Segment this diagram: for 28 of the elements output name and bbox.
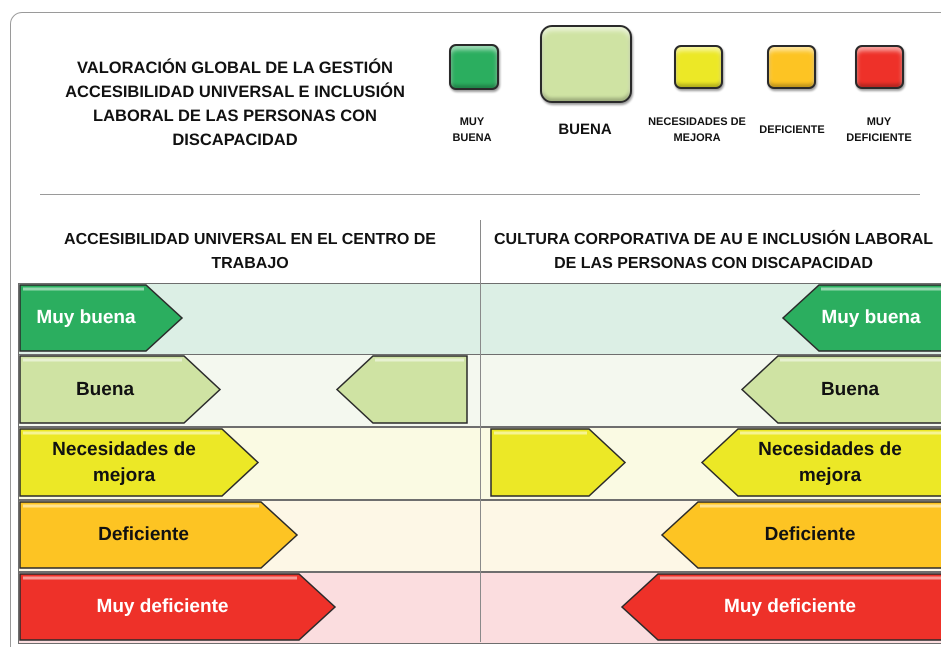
empty-arrow-shape xyxy=(491,429,625,496)
legend-label: MUY DEFICIENTE xyxy=(845,115,913,146)
arrow-label: Muy buena xyxy=(36,306,136,330)
legend-label: DEFICIENTE xyxy=(758,123,826,138)
legend-label: BUENA xyxy=(557,122,613,138)
arrow-shape xyxy=(20,574,335,640)
legend-label: NECESIDADES DE MEJORA xyxy=(647,115,747,146)
column-heading: ACCESIBILIDAD UNIVERSAL EN EL CENTRO DE TRABAJO xyxy=(63,230,437,274)
arrow-shape xyxy=(702,429,941,496)
arrow-label: Deficiente xyxy=(98,523,189,547)
arrow-shape xyxy=(20,356,220,423)
arrow-label: Buena xyxy=(76,378,134,402)
arrow-label: Necesidades de mejora xyxy=(51,438,197,488)
arrow-label: Necesidades de mejora xyxy=(757,438,903,488)
empty-arrow-shape xyxy=(337,356,467,423)
arrow-label: Muy deficiente xyxy=(724,595,856,619)
arrow-shape xyxy=(622,574,941,640)
diagram-title: VALORACIÓN GLOBAL DE LA GESTIÓN ACCESIBILIDAD UNIVERSAL E INCLUSIÓN LABORAL DE LAS PERSONAS CON DISCAPACIDAD xyxy=(64,57,406,151)
column-heading: CULTURA CORPORATIVA DE AU E INCLUSIÓN LABORAL DE LAS PERSONAS CON DISCAPACIDAD xyxy=(492,228,934,274)
arrow-label: Deficiente xyxy=(764,523,856,547)
arrow-label: Buena xyxy=(820,378,880,402)
arrow-shape xyxy=(20,429,258,496)
arrow-shape xyxy=(742,356,941,423)
legend-label: MUY BUENA xyxy=(451,115,493,146)
arrow-label: Muy buena xyxy=(821,306,921,330)
arrow-shape xyxy=(20,502,297,568)
arrow-shape xyxy=(662,502,941,568)
arrow-label: Muy deficiente xyxy=(96,595,228,619)
